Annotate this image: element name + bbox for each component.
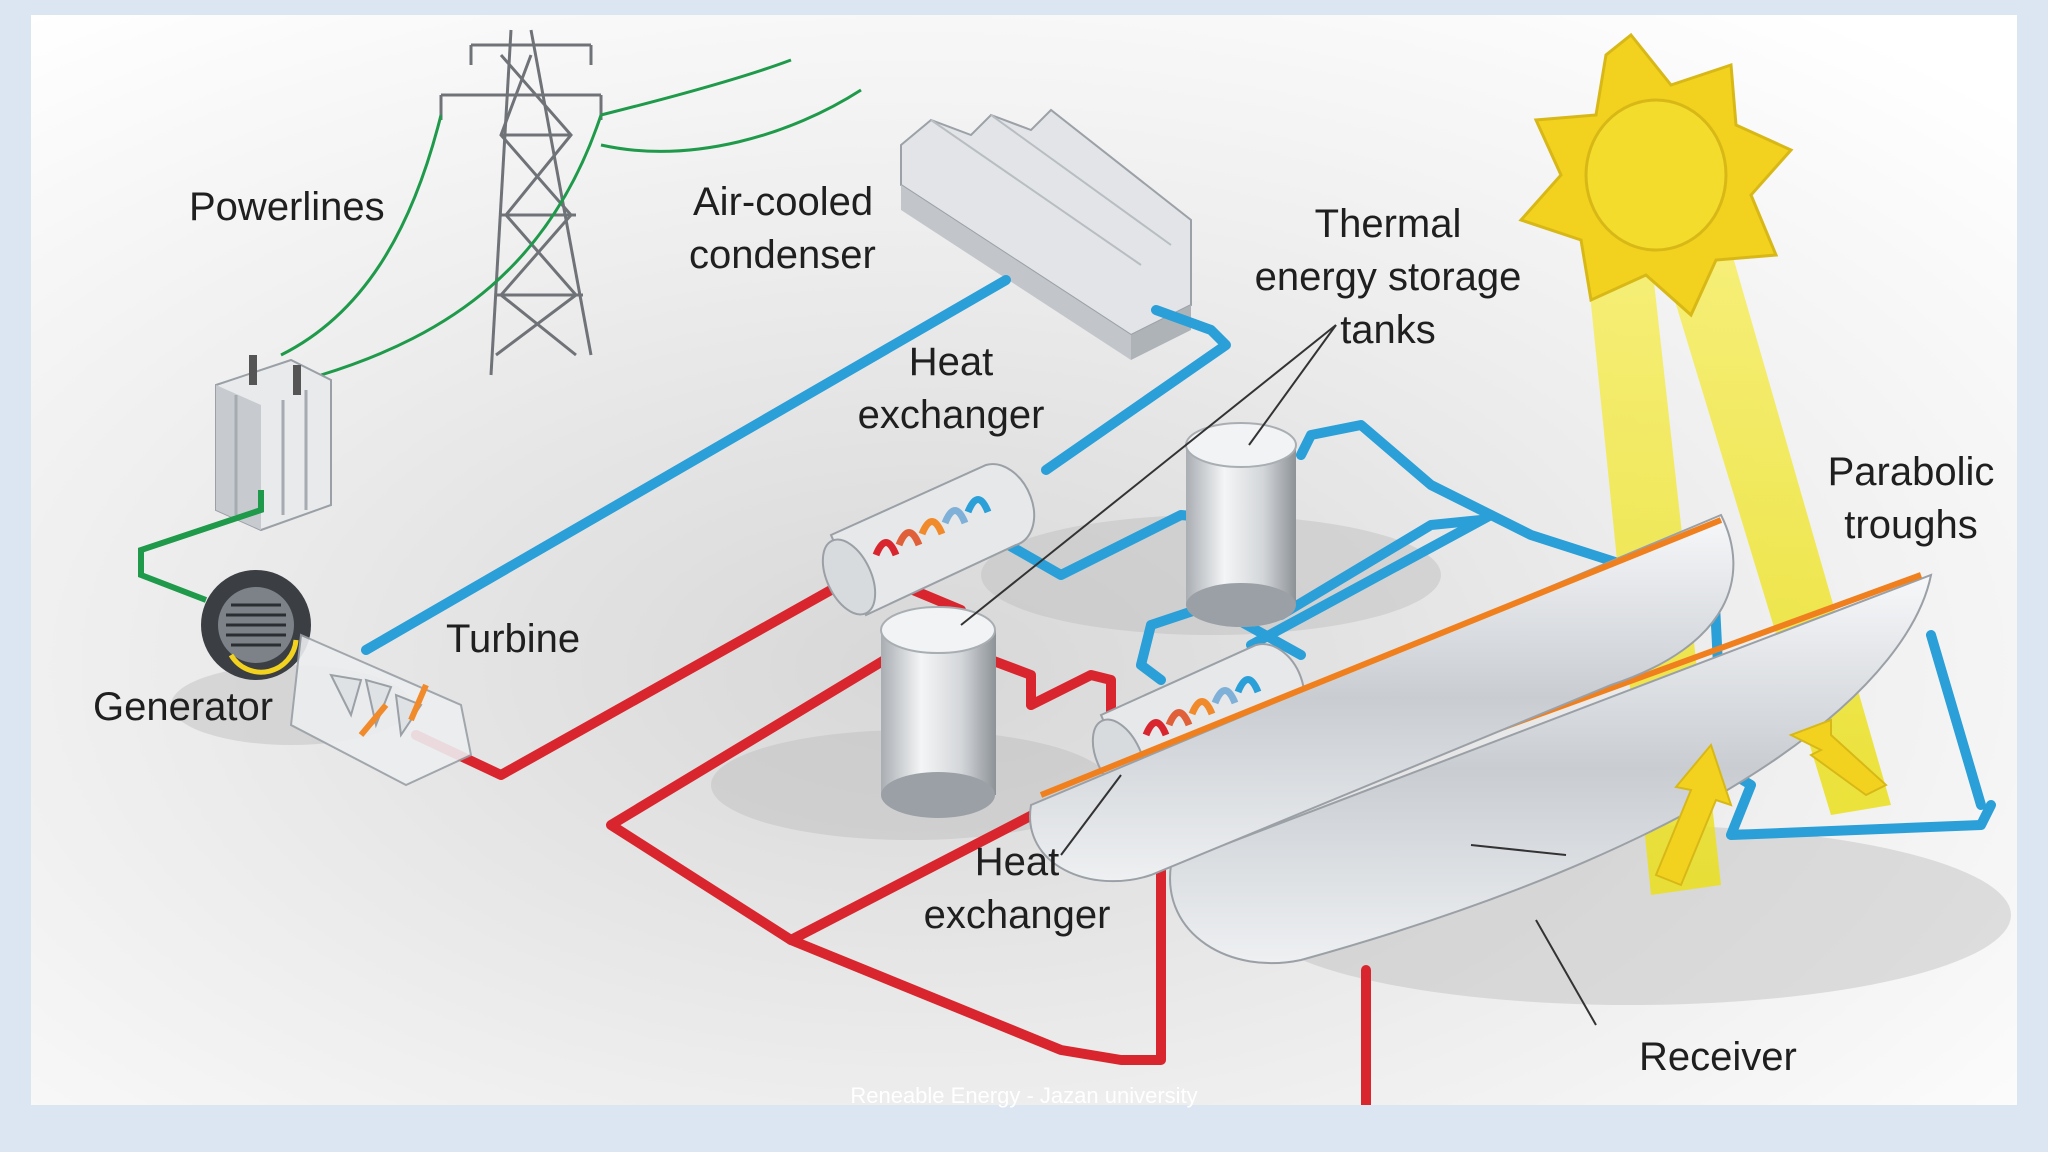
label-heat-exchanger-top-line2: exchanger <box>858 393 1045 437</box>
label-powerlines: Powerlines <box>189 185 385 229</box>
turbine <box>289 633 473 787</box>
reflection-arrows <box>1654 718 1888 887</box>
label-thermal-line1: Thermal <box>1315 202 1462 246</box>
transmission-tower <box>439 29 603 376</box>
sun <box>1518 32 1794 318</box>
parabolic-trough-back <box>1029 513 1735 883</box>
label-receiver: Receiver <box>1639 1035 1797 1079</box>
air-cooled-condenser <box>900 108 1192 360</box>
powerline-cables <box>280 58 862 377</box>
label-heat-exchanger-bottom-line2: exchanger <box>924 893 1111 937</box>
label-thermal-line2: energy storage <box>1255 255 1522 299</box>
label-heat-exchanger-bottom-line1: Heat <box>975 840 1060 884</box>
label-condenser-line2: condenser <box>689 233 876 277</box>
storage-tank-upper <box>1185 422 1297 627</box>
diagram-panel: Powerlines Air-cooled condenser Thermal … <box>31 15 2017 1105</box>
heat-exchanger-top <box>821 463 1036 617</box>
storage-tank-lower <box>880 606 996 818</box>
label-parabolic-line1: Parabolic <box>1828 450 1995 494</box>
generator <box>201 570 311 680</box>
callout-lines <box>960 324 1597 1026</box>
label-heat-exchanger-top-line1: Heat <box>909 340 994 384</box>
generator-power-line <box>138 490 264 603</box>
label-generator: Generator <box>93 685 273 729</box>
label-thermal-line3: tanks <box>1340 308 1436 352</box>
label-condenser-line1: Air-cooled <box>693 180 873 224</box>
transformer <box>215 355 332 532</box>
label-turbine: Turbine <box>446 617 580 661</box>
slide-footer: Reneable Energy - Jazan university <box>850 1083 1198 1108</box>
label-parabolic-line2: troughs <box>1844 503 1977 547</box>
solar-plant-diagram: Powerlines Air-cooled condenser Thermal … <box>31 15 2017 1105</box>
